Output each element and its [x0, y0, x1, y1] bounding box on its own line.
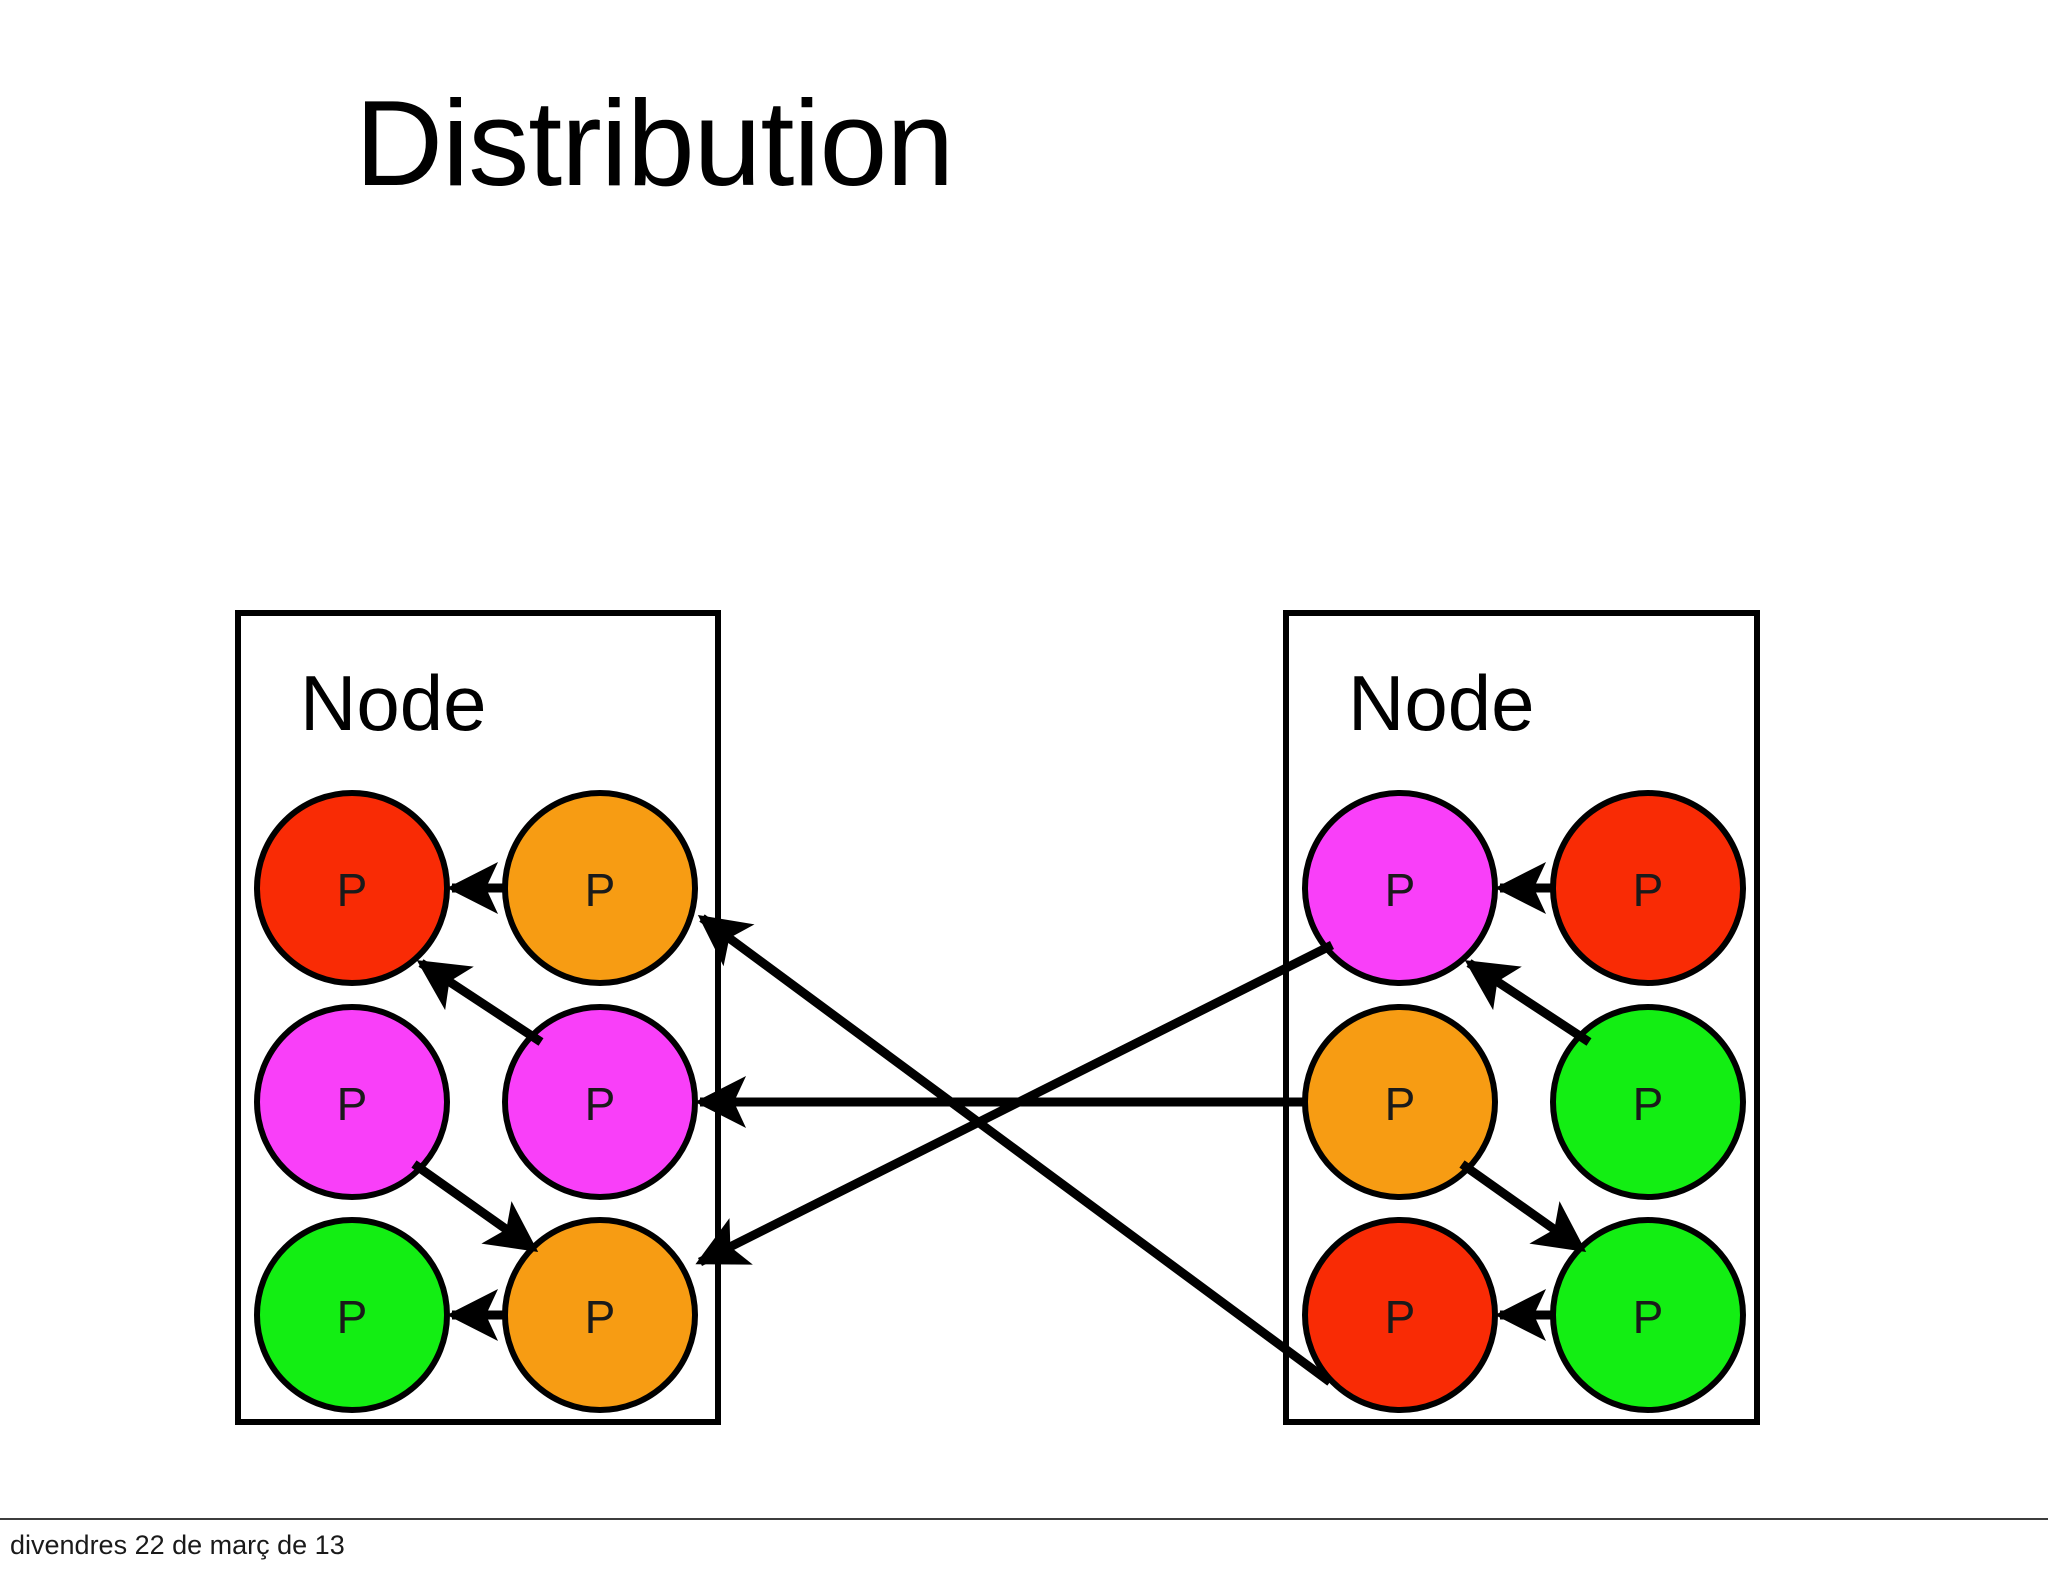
page-title: Distribution: [355, 75, 954, 211]
process-L2[interactable]: P: [502, 790, 698, 986]
process-R2[interactable]: P: [1550, 790, 1746, 986]
process-circle: [1550, 1217, 1746, 1413]
edge-L3-to-L6: [411, 1160, 539, 1253]
process-label: P: [1633, 864, 1664, 916]
process-circle: [502, 1217, 698, 1413]
process-label: P: [1385, 864, 1416, 916]
edge-R4-to-R1: [1464, 959, 1592, 1046]
intra-node-edges-right: [1459, 861, 1592, 1342]
process-circle: [1550, 790, 1746, 986]
process-R6[interactable]: P: [1550, 1217, 1746, 1413]
edge-R5-to-L1: [697, 914, 1333, 1386]
process-label: P: [337, 1291, 368, 1343]
process-label: P: [1385, 1078, 1416, 1130]
footer-divider: [0, 1518, 2048, 1520]
process-label: P: [337, 864, 368, 916]
node-right-label: Node: [1348, 659, 1534, 747]
cross-node-edges: [694, 914, 1335, 1386]
process-label: P: [337, 1078, 368, 1130]
process-L1[interactable]: P: [254, 790, 450, 986]
process-L6[interactable]: P: [502, 1217, 698, 1413]
process-label: P: [1633, 1291, 1664, 1343]
process-L5[interactable]: P: [254, 1217, 450, 1413]
process-label: P: [585, 1078, 616, 1130]
edge-R1-to-L6: [695, 940, 1335, 1267]
process-label: P: [585, 1291, 616, 1343]
process-label: P: [1385, 1291, 1416, 1343]
process-L3[interactable]: P: [254, 1004, 450, 1200]
process-R4[interactable]: P: [1550, 1004, 1746, 1200]
process-circle: [1550, 1004, 1746, 1200]
process-circle: [502, 790, 698, 986]
node-left[interactable]: Node P P P P P P: [235, 610, 721, 1425]
process-R1[interactable]: P: [1302, 790, 1498, 986]
node-right[interactable]: Node P P P P P P: [1283, 610, 1760, 1425]
process-label: P: [585, 864, 616, 916]
process-circle: [254, 1004, 450, 1200]
footer-date: divendres 22 de març de 13: [10, 1530, 345, 1560]
process-R5[interactable]: P: [1302, 1217, 1498, 1413]
process-label: P: [1633, 1078, 1664, 1130]
intra-node-edges-left: [411, 861, 544, 1342]
edge-R3-to-R6: [1459, 1160, 1587, 1253]
node-left-label: Node: [300, 659, 486, 747]
edge-L4-to-L1: [416, 959, 544, 1046]
